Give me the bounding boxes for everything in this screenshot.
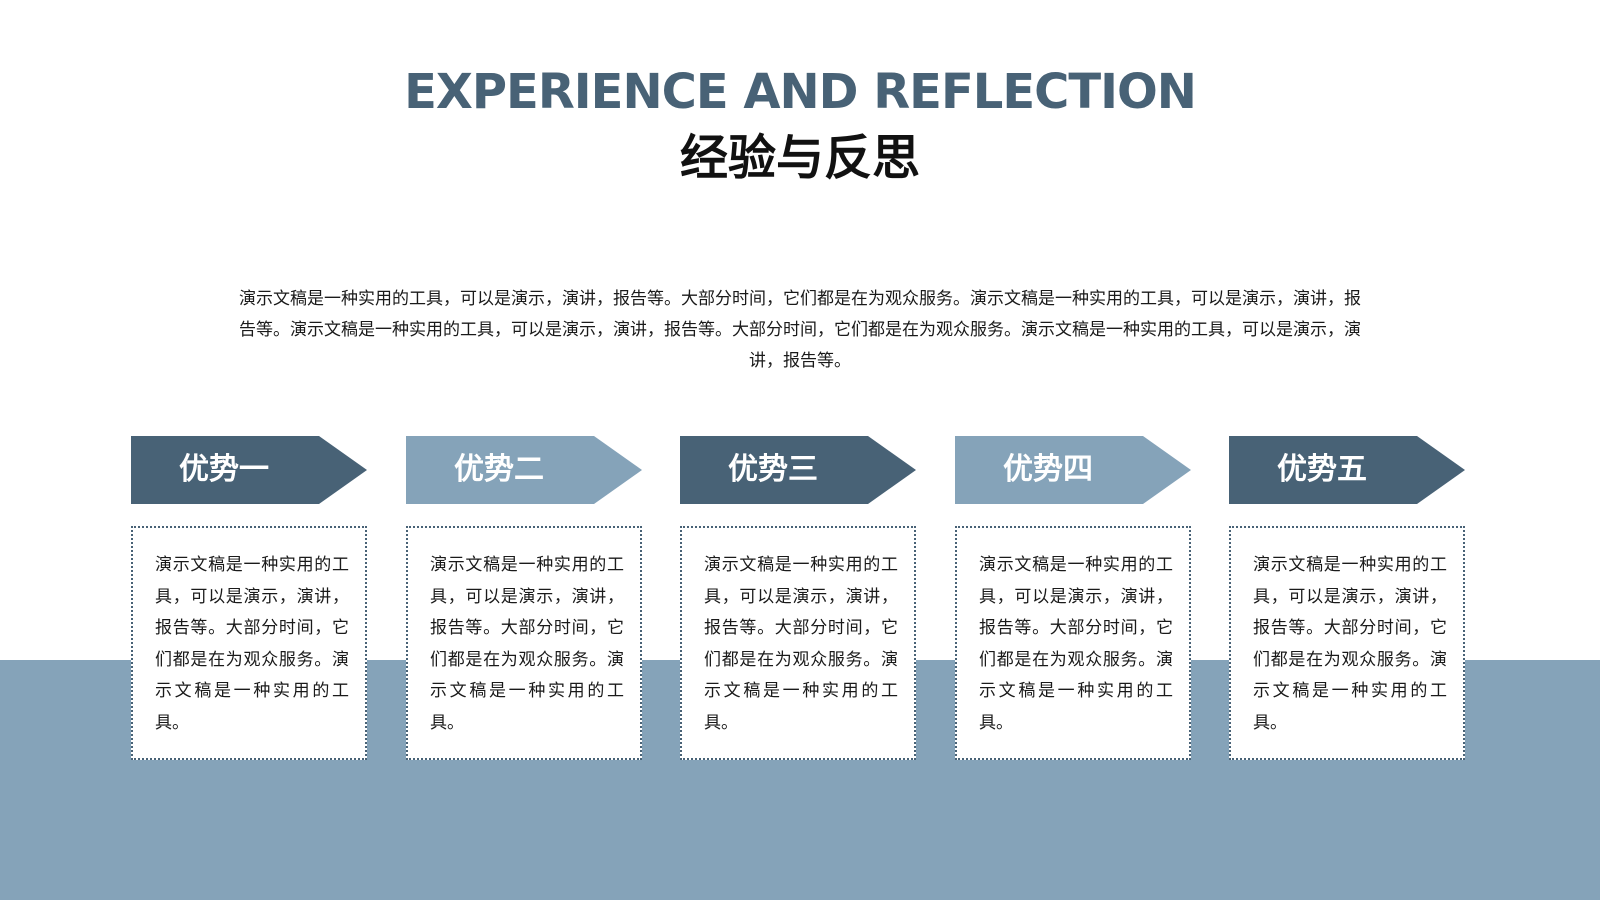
- advantage-banner-4: 优势四: [955, 436, 1191, 504]
- advantage-banner-1: 优势一: [131, 436, 367, 504]
- arrow-banner-shape: [131, 436, 367, 504]
- advantage-label-5: 优势五: [1277, 452, 1367, 487]
- advantage-card-2: 演示文稿是一种实用的工具，可以是演示，演讲，报告等。大部分时间，它们都是在为观众…: [406, 526, 642, 760]
- advantage-column-3: 优势三 演示文稿是一种实用的工具，可以是演示，演讲，报告等。大部分时间，它们都是…: [680, 436, 916, 760]
- advantage-card-3: 演示文稿是一种实用的工具，可以是演示，演讲，报告等。大部分时间，它们都是在为观众…: [680, 526, 916, 760]
- advantage-column-2: 优势二 演示文稿是一种实用的工具，可以是演示，演讲，报告等。大部分时间，它们都是…: [406, 436, 642, 760]
- advantage-label-1: 优势一: [179, 452, 269, 487]
- arrow-banner-shape: [1229, 436, 1465, 504]
- advantage-banner-2: 优势二: [406, 436, 642, 504]
- advantage-column-5: 优势五 演示文稿是一种实用的工具，可以是演示，演讲，报告等。大部分时间，它们都是…: [1229, 436, 1465, 760]
- advantage-label-4: 优势四: [1003, 452, 1093, 487]
- advantage-banner-5: 优势五: [1229, 436, 1465, 504]
- advantage-banner-3: 优势三: [680, 436, 916, 504]
- advantage-column-1: 优势一 演示文稿是一种实用的工具，可以是演示，演讲，报告等。大部分时间，它们都是…: [131, 436, 367, 760]
- advantage-card-4: 演示文稿是一种实用的工具，可以是演示，演讲，报告等。大部分时间，它们都是在为观众…: [955, 526, 1191, 760]
- arrow-banner-shape: [680, 436, 916, 504]
- page-title-english: EXPERIENCE AND REFLECTION: [404, 64, 1197, 120]
- arrow-banner-shape: [955, 436, 1191, 504]
- intro-paragraph: 演示文稿是一种实用的工具，可以是演示，演讲，报告等。大部分时间，它们都是在为观众…: [239, 289, 1361, 371]
- advantage-card-5: 演示文稿是一种实用的工具，可以是演示，演讲，报告等。大部分时间，它们都是在为观众…: [1229, 526, 1465, 760]
- advantage-card-1: 演示文稿是一种实用的工具，可以是演示，演讲，报告等。大部分时间，它们都是在为观众…: [131, 526, 367, 760]
- advantage-label-3: 优势三: [728, 452, 818, 487]
- advantage-label-2: 优势二: [454, 452, 544, 487]
- arrow-banner-shape: [406, 436, 642, 504]
- advantage-column-4: 优势四 演示文稿是一种实用的工具，可以是演示，演讲，报告等。大部分时间，它们都是…: [955, 436, 1191, 760]
- page-title-chinese: 经验与反思: [679, 130, 920, 186]
